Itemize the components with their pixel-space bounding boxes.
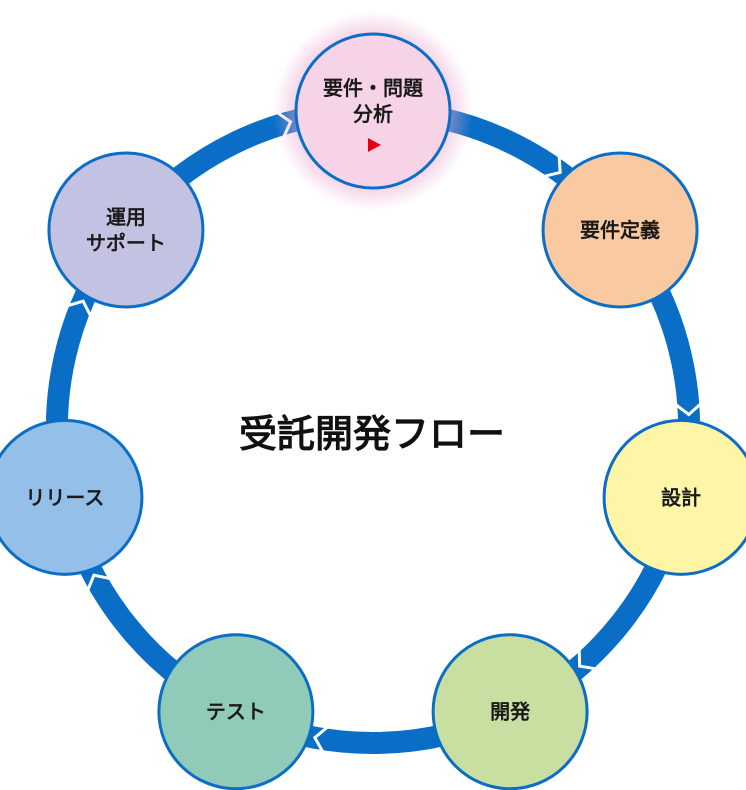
- step-label: テスト: [206, 700, 266, 724]
- step-label: 要件・問題: [323, 76, 424, 100]
- step-label: 開発: [490, 700, 531, 724]
- step-label: 要件定義: [580, 218, 660, 242]
- step-circle: [602, 418, 746, 576]
- flow-arrow: [675, 403, 702, 417]
- step-label: 運用: [106, 205, 146, 229]
- flow-arrow: [86, 573, 110, 591]
- flow-step: 設計: [602, 418, 746, 576]
- flow-arrow: [67, 299, 92, 316]
- step-label: リリース: [25, 485, 104, 509]
- step-circle: [0, 418, 144, 576]
- flow-arrow: [544, 156, 562, 178]
- step-circle: [294, 32, 452, 190]
- diagram-title: 受託開発フロー: [239, 412, 505, 456]
- flow-arrow: [577, 650, 596, 671]
- current-step-marker-icon: [368, 138, 381, 152]
- flow-step: 開発: [431, 633, 589, 790]
- flow-step: リリース: [0, 418, 144, 576]
- step-label: 設計: [661, 485, 701, 509]
- flow-step: テスト: [157, 633, 315, 790]
- step-circle: [541, 151, 699, 309]
- flow-arrow: [312, 726, 328, 752]
- step-circle: [157, 633, 315, 790]
- step-circle: [47, 151, 205, 309]
- step-circle: [431, 633, 589, 790]
- flow-step: 要件定義: [541, 151, 699, 309]
- step-label: サポート: [86, 231, 166, 255]
- step-label: 分析: [353, 102, 393, 126]
